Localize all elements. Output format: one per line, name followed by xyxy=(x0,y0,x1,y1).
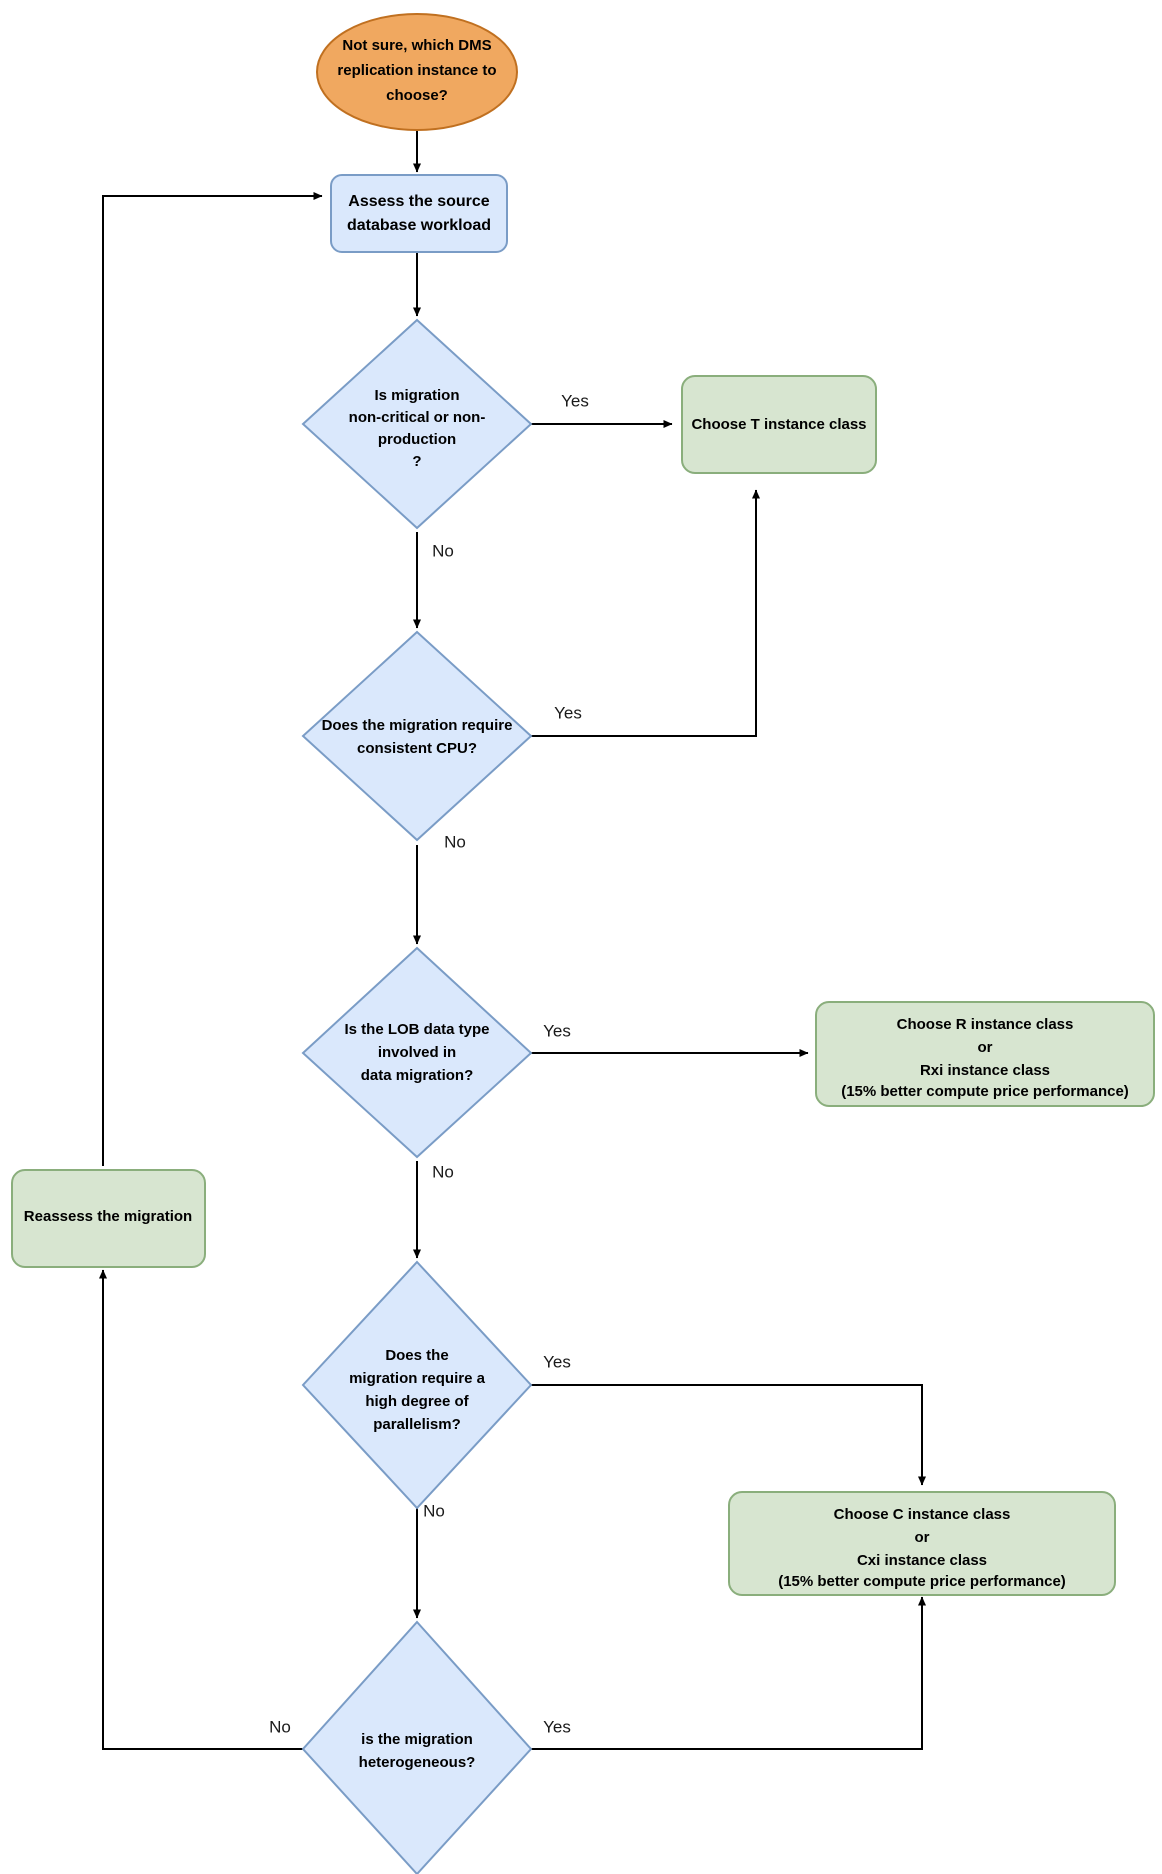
edge-label-lob-no: No xyxy=(432,1162,454,1181)
node-decision-high-degree-parallelism[interactable]: Does the migration require a high degree… xyxy=(301,1260,533,1510)
node-choose-c-line-1: Choose C instance class xyxy=(834,1506,1011,1523)
edge-label-heterogeneous-no: No xyxy=(269,1717,291,1736)
edge-label-cpu-no: No xyxy=(444,832,466,851)
node-start[interactable]: Not sure, which DMS replication instance… xyxy=(316,13,518,131)
edge-label-cpu-yes: Yes xyxy=(554,703,582,722)
edge-label-noncritical-no: No xyxy=(432,541,454,560)
node-assess-source-database-workload[interactable]: Assess the source database workload xyxy=(330,174,508,253)
node-choose-r-instance-class[interactable]: Choose R instance class or Rxi instance … xyxy=(815,1001,1155,1107)
edge-label-noncritical-yes: Yes xyxy=(561,391,589,410)
node-parallelism-line-3: high degree of xyxy=(365,1393,469,1410)
edge-noncritical-yes: Yes xyxy=(530,391,673,428)
node-decision-consistent-cpu[interactable]: Does the migration require consistent CP… xyxy=(301,630,533,842)
node-start-line-1: Not sure, which DMS xyxy=(342,37,491,54)
node-lob-line-1: Is the LOB data type xyxy=(344,1021,489,1038)
node-cpu-line-1: Does the migration require xyxy=(322,717,513,734)
node-noncritical-line-3: production xyxy=(378,431,456,448)
node-choose-r-line-3: Rxi instance class xyxy=(920,1062,1050,1079)
node-start-line-3: choose? xyxy=(386,87,448,104)
node-choose-r-line-2: or xyxy=(978,1039,993,1056)
edge-lob-yes: Yes xyxy=(530,1021,809,1057)
edge-parallelism-no: No xyxy=(413,1494,445,1619)
node-noncritical-line-4: ? xyxy=(412,453,421,470)
node-choose-c-line-2: or xyxy=(915,1529,930,1546)
edge-cpu-no: No xyxy=(413,832,466,945)
edge-lob-no: No xyxy=(413,1161,454,1259)
node-noncritical-line-2: non-critical or non- xyxy=(349,409,486,426)
edge-heterogeneous-no: No xyxy=(99,1269,304,1750)
node-choose-r-line-1: Choose R instance class xyxy=(897,1016,1074,1033)
node-lob-line-2: involved in xyxy=(378,1044,456,1061)
node-choose-c-line-4: (15% better compute price performance) xyxy=(778,1573,1066,1590)
node-choose-t-line-1: Choose T instance class xyxy=(691,416,866,433)
edge-cpu-yes: Yes xyxy=(530,489,760,737)
node-parallelism-line-2: migration require a xyxy=(349,1370,486,1387)
node-decision-heterogeneous-migration[interactable]: is the migration heterogeneous? xyxy=(301,1620,533,1874)
node-heterogeneous-line-1: is the migration xyxy=(361,1731,473,1748)
edge-label-parallelism-yes: Yes xyxy=(543,1352,571,1371)
node-cpu-line-2: consistent CPU? xyxy=(357,740,477,757)
node-parallelism-line-1: Does the xyxy=(385,1347,448,1364)
node-noncritical-line-1: Is migration xyxy=(374,387,459,404)
edge-label-heterogeneous-yes: Yes xyxy=(543,1717,571,1736)
node-choose-r-line-4: (15% better compute price performance) xyxy=(841,1083,1129,1100)
node-choose-c-instance-class[interactable]: Choose C instance class or Cxi instance … xyxy=(728,1491,1116,1596)
edge-reassess-to-assess xyxy=(102,192,323,1166)
edge-label-parallelism-no: No xyxy=(423,1501,445,1520)
edge-label-lob-yes: Yes xyxy=(543,1021,571,1040)
node-reassess-the-migration[interactable]: Reassess the migration xyxy=(11,1169,206,1268)
edge-noncritical-no: No xyxy=(413,532,454,629)
node-lob-line-3: data migration? xyxy=(361,1067,474,1084)
node-decision-lob-data-type[interactable]: Is the LOB data type involved in data mi… xyxy=(301,946,533,1159)
edge-heterogeneous-yes: Yes xyxy=(530,1596,926,1750)
node-assess-line-1: Assess the source xyxy=(348,193,490,210)
node-decision-noncritical-nonproduction[interactable]: Is migration non-critical or non- produc… xyxy=(301,318,533,530)
node-choose-c-line-3: Cxi instance class xyxy=(857,1552,987,1569)
node-choose-t-instance-class[interactable]: Choose T instance class xyxy=(681,375,877,474)
node-start-line-2: replication instance to xyxy=(337,62,496,79)
node-reassess-line-1: Reassess the migration xyxy=(24,1208,192,1225)
node-heterogeneous-line-2: heterogeneous? xyxy=(359,1754,476,1771)
edge-parallelism-yes: Yes xyxy=(530,1352,926,1486)
node-assess-line-2: database workload xyxy=(347,217,491,234)
node-parallelism-line-4: parallelism? xyxy=(373,1416,461,1433)
